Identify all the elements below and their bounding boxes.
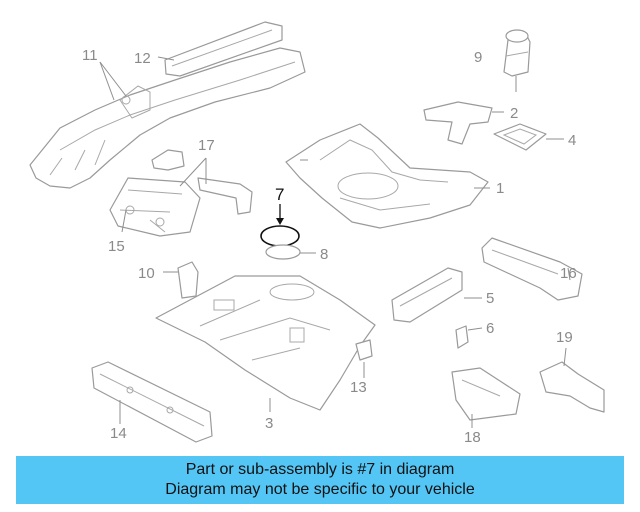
callout-4: 4 [568, 132, 576, 149]
part-6-clip [455, 325, 469, 349]
part-5-rail [391, 267, 463, 323]
part-1-rear-floor [285, 123, 489, 229]
callout-12: 12 [134, 50, 151, 67]
callout-8: 8 [320, 246, 328, 263]
part-10-bracket [177, 261, 199, 299]
callout-2: 2 [510, 105, 518, 122]
callout-18: 18 [464, 429, 481, 446]
callout-7: 7 [275, 185, 284, 204]
banner-line-1: Part or sub-assembly is #7 in diagram [185, 461, 455, 478]
part-8-plug [265, 244, 316, 260]
part-3-floor-pan [155, 275, 376, 411]
part-17-bracket [151, 149, 253, 215]
part-12-reinforcement [164, 21, 283, 77]
callout-1: 1 [496, 180, 504, 197]
parts-diagram: 11 12 9 2 4 17 1 7 8 15 16 10 5 6 19 13 … [29, 21, 605, 446]
part-2-bracket [423, 101, 493, 145]
part-16-rail [481, 237, 583, 301]
part-18-panel [451, 367, 521, 421]
callout-19: 19 [556, 329, 573, 346]
callout-9: 9 [474, 49, 482, 66]
callout-16: 16 [560, 265, 577, 282]
callout-17: 17 [198, 137, 215, 154]
callout-10: 10 [138, 265, 155, 282]
callout-13: 13 [350, 379, 367, 396]
callout-3: 3 [265, 415, 273, 432]
callout-14: 14 [110, 425, 127, 442]
part-4-plate [493, 123, 547, 151]
part-13-bracket [355, 339, 373, 361]
leader-lines [99, 56, 571, 428]
part-14-reinforcement [91, 361, 213, 443]
callout-15: 15 [108, 238, 125, 255]
info-banner: Part or sub-assembly is #7 in diagram Di… [16, 456, 624, 504]
part-11-frame-rail [29, 47, 306, 189]
callouts: 11 12 9 2 4 17 1 7 8 15 16 10 5 6 19 13 … [82, 47, 577, 446]
banner-line-2: Diagram may not be specific to your vehi… [165, 481, 475, 498]
callout-11: 11 [82, 47, 98, 64]
part-19-panel [539, 361, 605, 413]
part-9-bump-stop [503, 29, 531, 92]
callout-6: 6 [486, 320, 494, 337]
callout-5: 5 [486, 290, 494, 307]
part-7-plug [260, 204, 300, 247]
part-15-bracket [109, 177, 201, 237]
